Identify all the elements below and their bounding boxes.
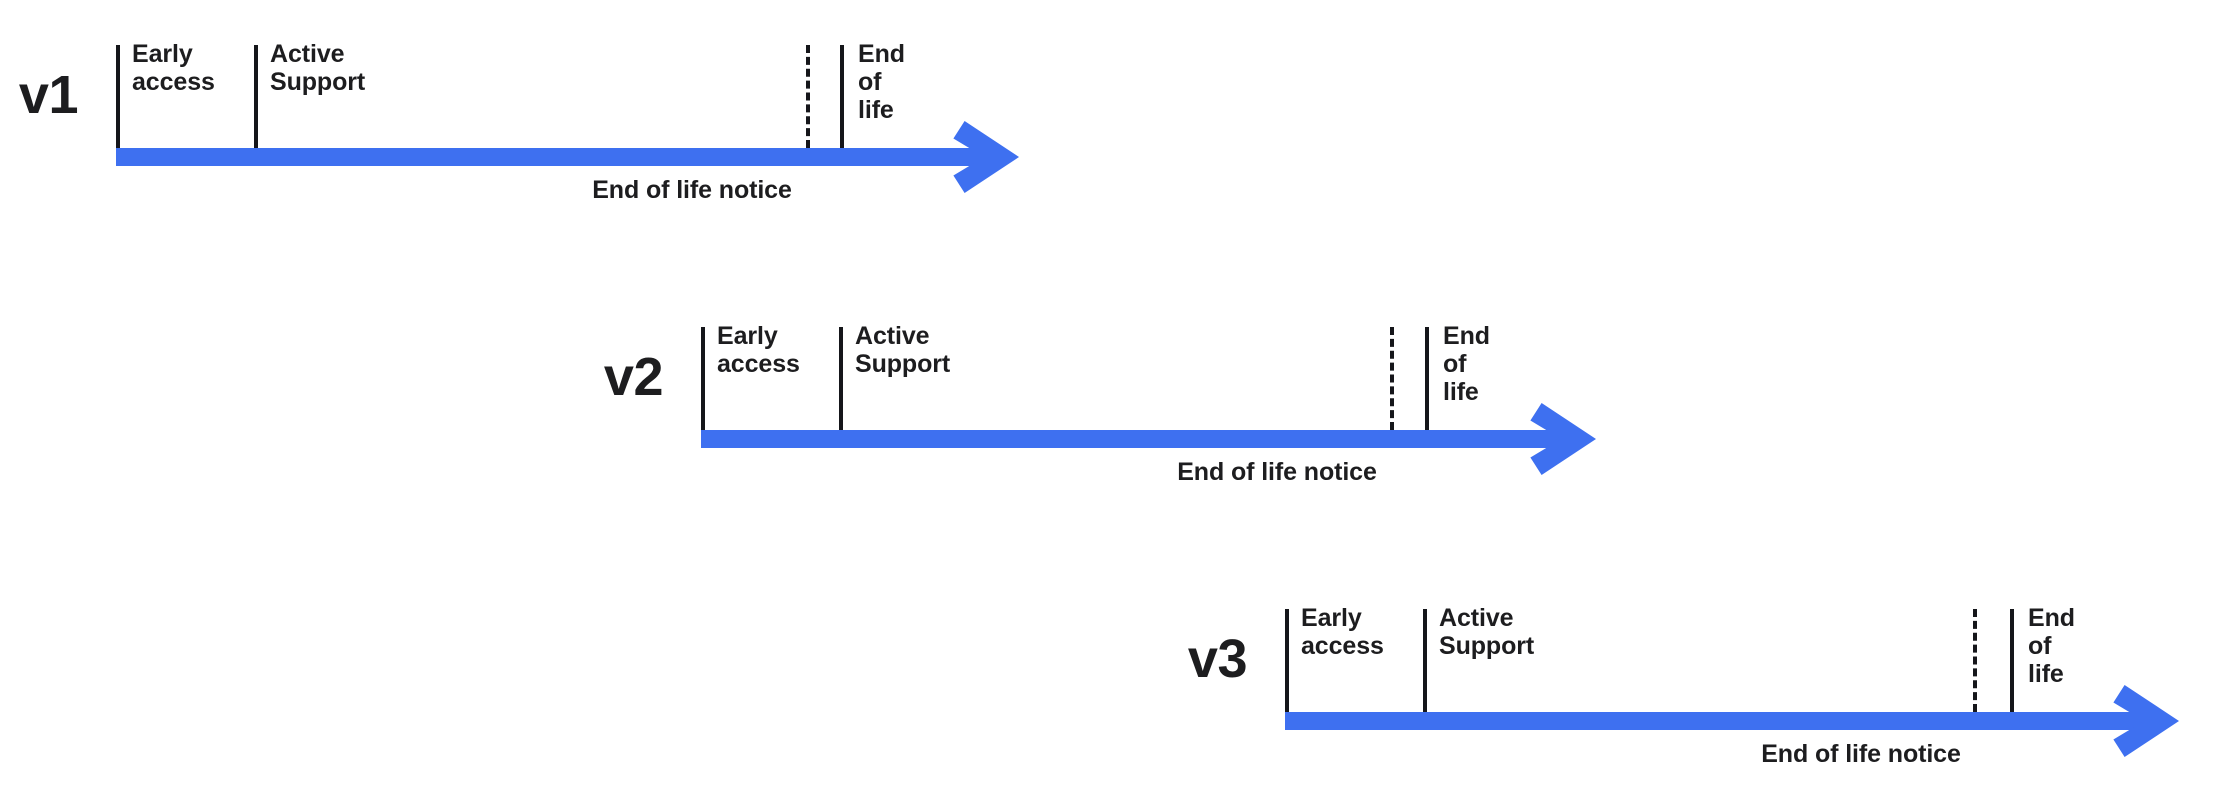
timeline-bar-v2 xyxy=(701,430,1565,448)
caption-end-of-life-notice-v3: End of life notice xyxy=(1761,740,1961,768)
end-of-life-notice-marker-v2 xyxy=(1390,327,1394,430)
phase-divider-v3-1 xyxy=(1285,609,1289,712)
timeline-bar-v1 xyxy=(116,148,988,166)
version-label-v2: v2 xyxy=(603,347,664,407)
version-label-v1: v1 xyxy=(18,65,79,125)
arrow-head-icon-v2 xyxy=(1529,397,1599,481)
phase-label-active-support-v2: Active Support xyxy=(855,322,951,378)
phase-label-end-of-life-v3: End of life xyxy=(2028,604,2075,688)
phase-divider-v3-2 xyxy=(1423,609,1427,712)
arrow-head-icon-v3 xyxy=(2112,679,2182,763)
phase-label-early-access-v2: Early access xyxy=(717,322,800,378)
phase-divider-v1-2 xyxy=(254,45,258,148)
phase-label-early-access-v1: Early access xyxy=(132,40,215,96)
timeline-bar-v3 xyxy=(1285,712,2148,730)
phase-divider-v2-1 xyxy=(701,327,705,430)
phase-divider-v2-3 xyxy=(1425,327,1429,430)
end-of-life-notice-marker-v1 xyxy=(806,45,810,148)
phase-label-active-support-v3: Active Support xyxy=(1439,604,1535,660)
version-label-v3: v3 xyxy=(1187,629,1248,689)
phase-label-active-support-v1: Active Support xyxy=(270,40,366,96)
caption-end-of-life-notice-v1: End of life notice xyxy=(592,176,792,204)
phase-label-early-access-v3: Early access xyxy=(1301,604,1384,660)
phase-label-end-of-life-v2: End of life xyxy=(1443,322,1490,406)
phase-divider-v2-2 xyxy=(839,327,843,430)
arrow-head-icon-v1 xyxy=(952,115,1022,199)
caption-end-of-life-notice-v2: End of life notice xyxy=(1177,458,1377,486)
phase-divider-v1-1 xyxy=(116,45,120,148)
phase-divider-v1-3 xyxy=(840,45,844,148)
phase-divider-v3-3 xyxy=(2010,609,2014,712)
phase-label-end-of-life-v1: End of life xyxy=(858,40,905,124)
end-of-life-notice-marker-v3 xyxy=(1973,609,1977,712)
